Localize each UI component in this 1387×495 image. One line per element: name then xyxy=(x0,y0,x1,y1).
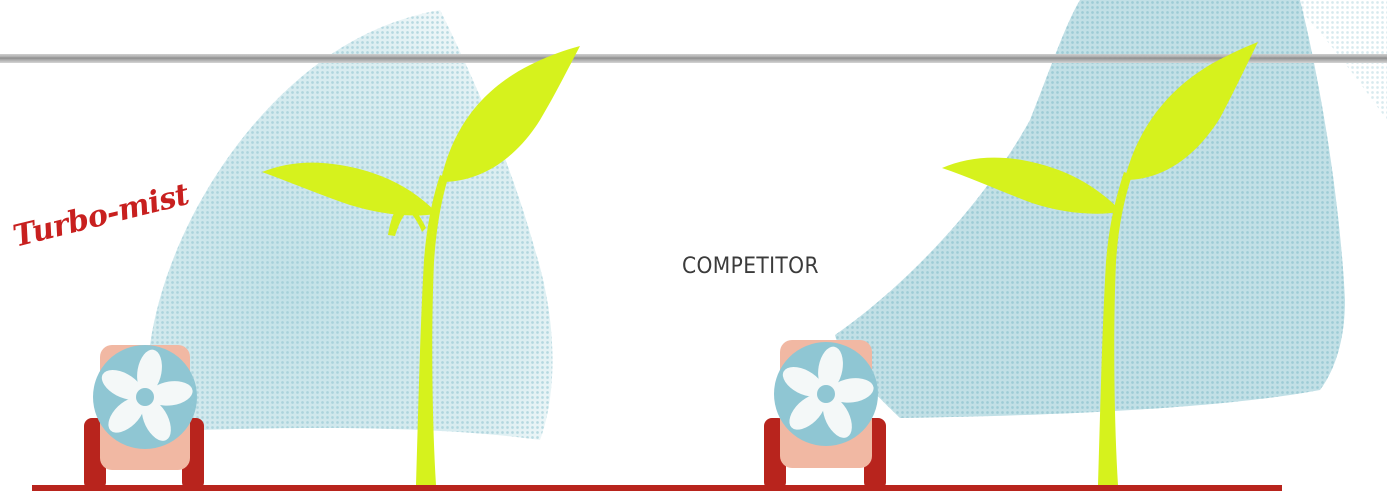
turbo-mist-fan-unit xyxy=(84,345,204,490)
fan-icon xyxy=(774,342,878,446)
competitor-fan-unit xyxy=(764,340,886,490)
competitor-label: COMPETITOR xyxy=(682,254,819,279)
turbo-mist-spray-cloud xyxy=(150,10,553,440)
fan-icon xyxy=(93,345,197,449)
trellis-wire xyxy=(0,54,1387,63)
ground-line xyxy=(32,485,1282,491)
